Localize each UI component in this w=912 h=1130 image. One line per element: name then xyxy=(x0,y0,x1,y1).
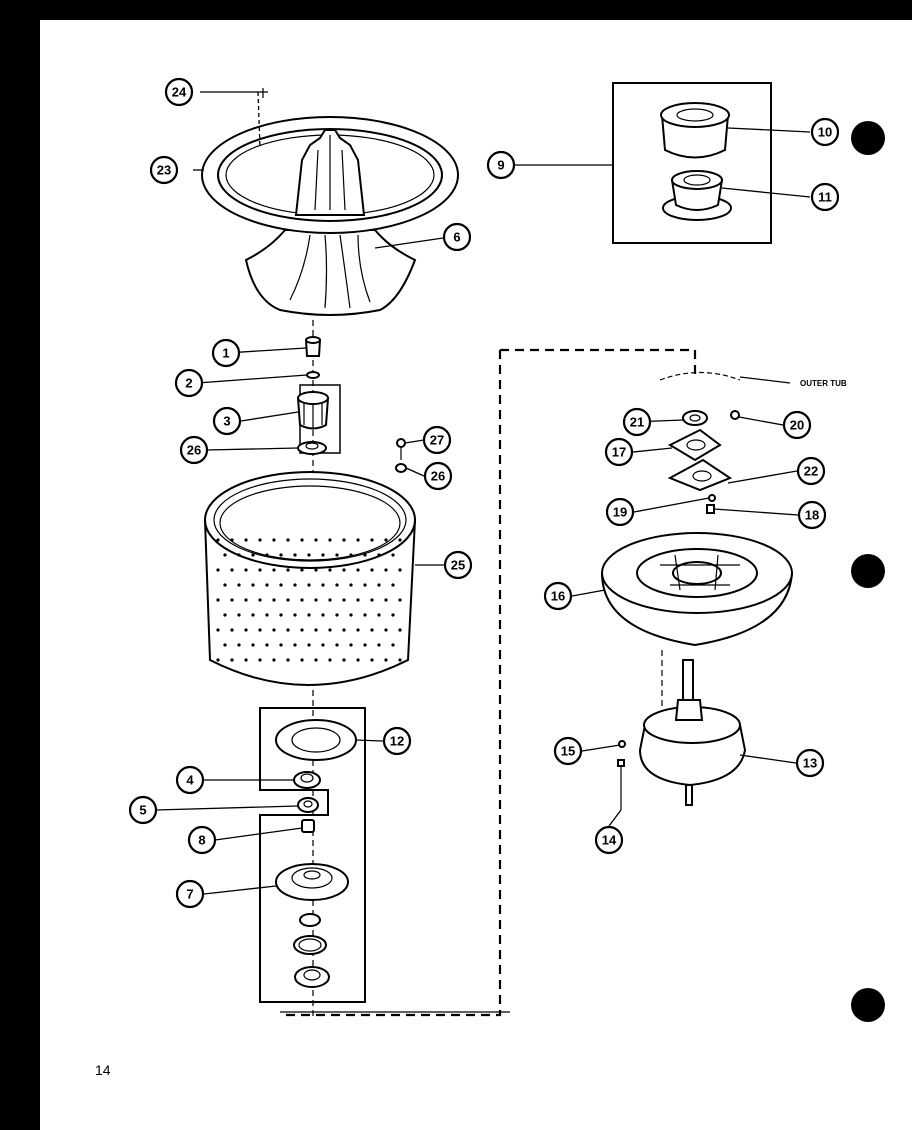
callout-16: 16 xyxy=(543,581,573,611)
svg-text:9: 9 xyxy=(497,158,504,173)
spin-basket-part xyxy=(203,471,417,686)
svg-text:19: 19 xyxy=(613,505,627,520)
screw-part-20 xyxy=(730,410,740,420)
seal-part-11 xyxy=(662,170,732,221)
screw-part-24 xyxy=(258,88,268,98)
callout-17: 17 xyxy=(604,437,634,467)
callout-9: 9 xyxy=(486,150,516,180)
svg-text:4: 4 xyxy=(186,773,194,788)
page-number: 14 xyxy=(95,1062,111,1078)
svg-text:26: 26 xyxy=(431,469,445,484)
svg-text:21: 21 xyxy=(630,415,644,430)
binder-hole xyxy=(851,121,885,155)
bolt-part-14 xyxy=(617,759,625,810)
svg-text:27: 27 xyxy=(430,433,444,448)
transmission-part-13 xyxy=(638,659,747,806)
callout-6: 6 xyxy=(442,222,472,252)
exploded-parts-diagram: OUTER TUB xyxy=(95,77,885,1078)
nut-part-26 xyxy=(297,441,327,455)
callout-7: 7 xyxy=(175,879,205,909)
svg-text:20: 20 xyxy=(790,418,804,433)
svg-text:26: 26 xyxy=(187,443,201,458)
outer-tub-label: OUTER TUB xyxy=(800,379,847,388)
basket-perforations xyxy=(216,538,402,662)
svg-text:13: 13 xyxy=(803,756,817,771)
callout-1: 1 xyxy=(211,338,241,368)
hub-part-7 xyxy=(275,863,349,988)
callout-18: 18 xyxy=(797,500,827,530)
leader-lines xyxy=(155,127,811,895)
callout-2: 2 xyxy=(174,368,204,398)
svg-text:15: 15 xyxy=(561,744,575,759)
washer-part-26 xyxy=(395,463,407,473)
svg-text:18: 18 xyxy=(805,508,819,523)
svg-text:7: 7 xyxy=(186,887,193,902)
svg-text:5: 5 xyxy=(139,803,146,818)
parts-diagram-page: OUTER TUB xyxy=(40,20,912,1130)
callout-12: 12 xyxy=(382,726,412,756)
svg-text:10: 10 xyxy=(818,125,832,140)
callout-4: 4 xyxy=(175,765,205,795)
svg-text:1: 1 xyxy=(222,346,229,361)
callout-19: 19 xyxy=(605,497,635,527)
screw-part-27 xyxy=(396,438,406,460)
bearing-part-5 xyxy=(297,797,319,813)
bolt-part-18 xyxy=(706,504,715,514)
svg-text:22: 22 xyxy=(804,464,818,479)
callout-8: 8 xyxy=(187,825,217,855)
callout-21: 21 xyxy=(622,407,652,437)
seal-kit-box xyxy=(612,82,772,244)
callout-25: 25 xyxy=(443,550,473,580)
callout-5: 5 xyxy=(128,795,158,825)
callout-20: 20 xyxy=(782,410,812,440)
washer-part-19 xyxy=(708,494,716,502)
washer-part-2 xyxy=(306,371,320,379)
callout-22: 22 xyxy=(796,456,826,486)
svg-text:24: 24 xyxy=(172,85,187,100)
svg-text:14: 14 xyxy=(602,833,617,848)
svg-text:17: 17 xyxy=(612,445,626,460)
gasket-part-12 xyxy=(275,719,357,761)
svg-text:23: 23 xyxy=(157,163,171,178)
binder-hole xyxy=(851,988,885,1022)
svg-text:2: 2 xyxy=(185,376,192,391)
callout-3: 3 xyxy=(212,406,242,436)
callout-10: 10 xyxy=(810,117,840,147)
callout-13: 13 xyxy=(795,748,825,778)
callout-23: 23 xyxy=(149,155,179,185)
svg-text:25: 25 xyxy=(451,558,465,573)
svg-text:16: 16 xyxy=(551,589,565,604)
callout-11: 11 xyxy=(810,182,840,212)
pulley-part-16 xyxy=(600,532,794,647)
bracket-part-17 xyxy=(667,428,722,462)
callout-26b: 26 xyxy=(423,461,453,491)
callout-15: 15 xyxy=(553,736,583,766)
svg-text:11: 11 xyxy=(818,190,832,205)
svg-text:6: 6 xyxy=(453,230,460,245)
bolt-part-1 xyxy=(304,336,322,357)
spacer-part-8 xyxy=(301,819,315,833)
bracket-part-22 xyxy=(667,458,733,492)
callout-26a: 26 xyxy=(179,435,209,465)
svg-text:3: 3 xyxy=(223,414,230,429)
callout-27: 27 xyxy=(422,425,452,455)
binder-hole xyxy=(851,554,885,588)
svg-text:12: 12 xyxy=(390,734,404,749)
svg-text:8: 8 xyxy=(198,833,205,848)
bearing-part-4 xyxy=(293,771,321,789)
agitator-part xyxy=(201,116,459,316)
nut-part-3 xyxy=(296,391,330,430)
callout-24: 24 xyxy=(164,77,194,107)
seal-part-10 xyxy=(660,102,730,159)
callout-14: 14 xyxy=(594,825,624,855)
lower-assembly-box xyxy=(259,707,366,1003)
assembly-boundary-dashed xyxy=(280,348,697,1017)
bearing-part-21 xyxy=(682,410,708,426)
washer-part-15 xyxy=(618,740,626,748)
